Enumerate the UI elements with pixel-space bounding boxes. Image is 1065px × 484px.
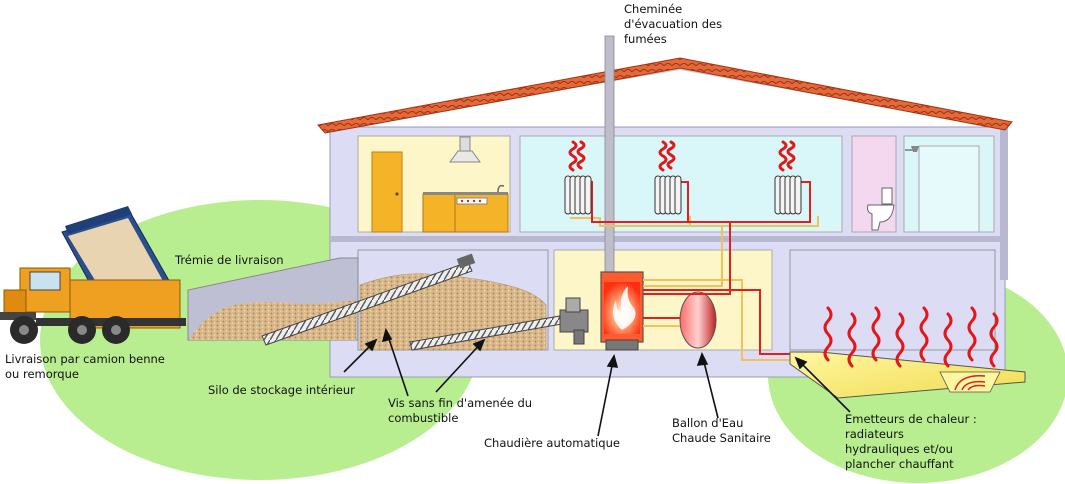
heating-pipes bbox=[570, 181, 819, 361]
heat-wave-icon bbox=[847, 312, 857, 368]
toilet-icon bbox=[867, 187, 895, 231]
tank-label: Ballon d'Eau Chaude Sanitaire bbox=[672, 416, 771, 445]
bathroom bbox=[851, 135, 995, 233]
screw-conveyor bbox=[261, 253, 589, 351]
boiler bbox=[600, 271, 644, 351]
heat-wave-icon bbox=[823, 306, 833, 362]
heat-wave-icon bbox=[576, 140, 586, 170]
chimney-label: Cheminée d'évacuation des fumées bbox=[624, 2, 723, 46]
roof bbox=[317, 57, 1013, 134]
heat-wave-icon bbox=[568, 140, 578, 172]
radiator-icon bbox=[774, 175, 802, 215]
boiler-label: Chaudière automatique bbox=[484, 436, 620, 450]
chimney bbox=[604, 35, 615, 283]
dump-truck-icon bbox=[0, 206, 186, 344]
heat-wave-icon bbox=[658, 140, 668, 172]
heat-wave-icon bbox=[786, 140, 796, 170]
heat-wave-icon bbox=[778, 140, 788, 172]
heat-wave-icon bbox=[989, 312, 999, 368]
boiler-room bbox=[553, 249, 773, 351]
delivery-label: Livraison par camion benne ou remorque bbox=[5, 352, 165, 381]
kitchen-room bbox=[357, 135, 511, 233]
shower-icon bbox=[905, 145, 980, 233]
heat-wave-icon bbox=[943, 312, 953, 368]
emitters-label: Emetteurs de chaleur : radiateurs hydrau… bbox=[845, 412, 977, 471]
heat-wave-icon bbox=[895, 312, 905, 368]
ground-room bbox=[789, 249, 996, 351]
door-icon bbox=[371, 151, 403, 233]
silo-label: Silo de stockage intérieur bbox=[208, 383, 355, 397]
flame-icon bbox=[613, 286, 636, 330]
heat-wave-icon bbox=[919, 306, 929, 362]
range-hood-icon bbox=[449, 136, 481, 163]
callout-arrows bbox=[343, 327, 851, 437]
heat-wave-icon bbox=[871, 306, 881, 362]
heat-wave-icon bbox=[666, 140, 676, 170]
screw-label: Vis sans fin d'amenée du combustible bbox=[388, 396, 533, 425]
radiator-icon bbox=[564, 175, 592, 215]
hopper-label: Trémie de livraison bbox=[175, 253, 284, 267]
heat-wave-icon bbox=[967, 306, 977, 362]
radiator-icon bbox=[654, 175, 682, 215]
hot-water-tank bbox=[679, 291, 717, 349]
